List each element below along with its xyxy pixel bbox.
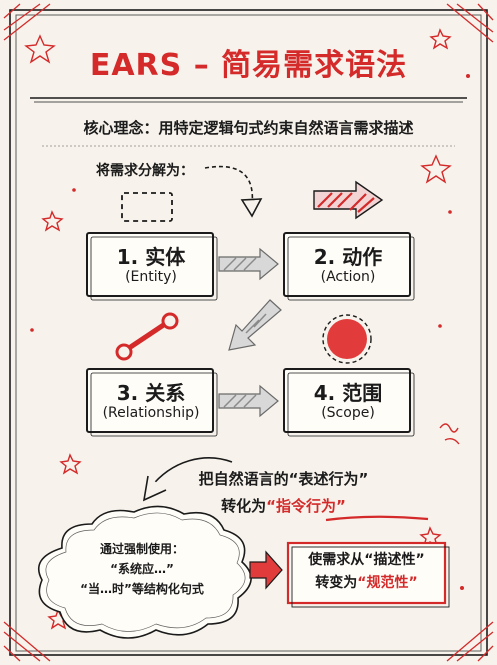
box-title: 2. 动作	[313, 245, 383, 269]
core-concept: 核心理念：用特定逻辑句式约束自然语言需求描述	[83, 119, 414, 137]
star-icon	[41, 210, 64, 232]
box-scope: 4. 范围 (Scope)	[284, 369, 412, 435]
box-action-frame	[283, 232, 411, 297]
goal-prefix: 转变为	[315, 575, 358, 591]
cloud-shape	[37, 505, 252, 639]
star-icon	[24, 34, 56, 64]
outer-frame	[9, 9, 488, 656]
transform-prefix: 把自然语言的	[198, 470, 289, 488]
box-entity: 1. 实体 (Entity)	[87, 233, 215, 299]
cloud-text: 通过强制使用： “系统应…” “当…时”等结构化句式	[44, 539, 240, 599]
box-relationship-frame	[86, 368, 214, 433]
box-subtitle: (Scope)	[321, 405, 375, 421]
red-arrow-icon	[249, 550, 283, 590]
star-icon	[420, 154, 452, 184]
box-title: 1. 实体	[116, 245, 186, 269]
transform-quoted: “表述行为”	[288, 470, 369, 488]
link-icon	[115, 312, 179, 361]
goal-quoted: “描述性”	[364, 552, 425, 568]
box-entity-frame	[86, 232, 214, 297]
box-subtitle: (Relationship)	[102, 405, 200, 421]
decompose-intro: 将需求分解为：	[96, 163, 194, 179]
transform-line-2: 转化为“指令行为”	[0, 495, 497, 516]
star-icon	[429, 28, 452, 50]
cloud-line: “系统应…”	[110, 562, 174, 576]
box-subtitle: (Entity)	[125, 269, 177, 285]
curved-arrow-icon	[204, 165, 254, 206]
red-circle-icon	[322, 314, 372, 364]
cloud-line: “当…时”等结构化句式	[80, 582, 204, 596]
goal-quoted-highlight: “规范性”	[357, 575, 418, 591]
red-arrow-icon	[313, 180, 384, 220]
transform-quoted-highlight: “指令行为”	[266, 497, 346, 515]
box-title: 3. 关系	[116, 381, 186, 405]
page-title: EARS – 简易需求语法	[89, 48, 408, 83]
box-scope-frame	[283, 368, 411, 433]
cloud-line: 通过强制使用：	[99, 542, 184, 556]
inner-frame	[15, 14, 482, 652]
box-relationship: 3. 关系 (Relationship)	[87, 369, 215, 435]
dashed-box-icon	[121, 192, 173, 222]
goal-text: 使需求从“描述性” 转变为“规范性”	[288, 549, 445, 595]
goal-prefix: 使需求从	[308, 552, 365, 568]
transform-prefix: 转化为	[221, 497, 267, 515]
box-title: 4. 范围	[313, 381, 383, 405]
gray-arrow-right-icon	[218, 247, 279, 281]
gray-arrow-diagonal-icon	[228, 299, 282, 351]
squiggle-icon	[439, 423, 460, 445]
curved-arrow-icon	[149, 457, 233, 489]
goal-line-1: 使需求从“描述性”	[288, 549, 445, 572]
transform-line-1: 把自然语言的“表述行为”	[0, 468, 497, 489]
box-action: 2. 动作 (Action)	[284, 233, 412, 299]
goal-box-frame	[286, 541, 447, 605]
goal-line-2: 转变为“规范性”	[288, 572, 445, 595]
gray-arrow-right-icon	[218, 384, 279, 418]
star-icon	[59, 453, 82, 475]
box-subtitle: (Action)	[320, 269, 376, 285]
